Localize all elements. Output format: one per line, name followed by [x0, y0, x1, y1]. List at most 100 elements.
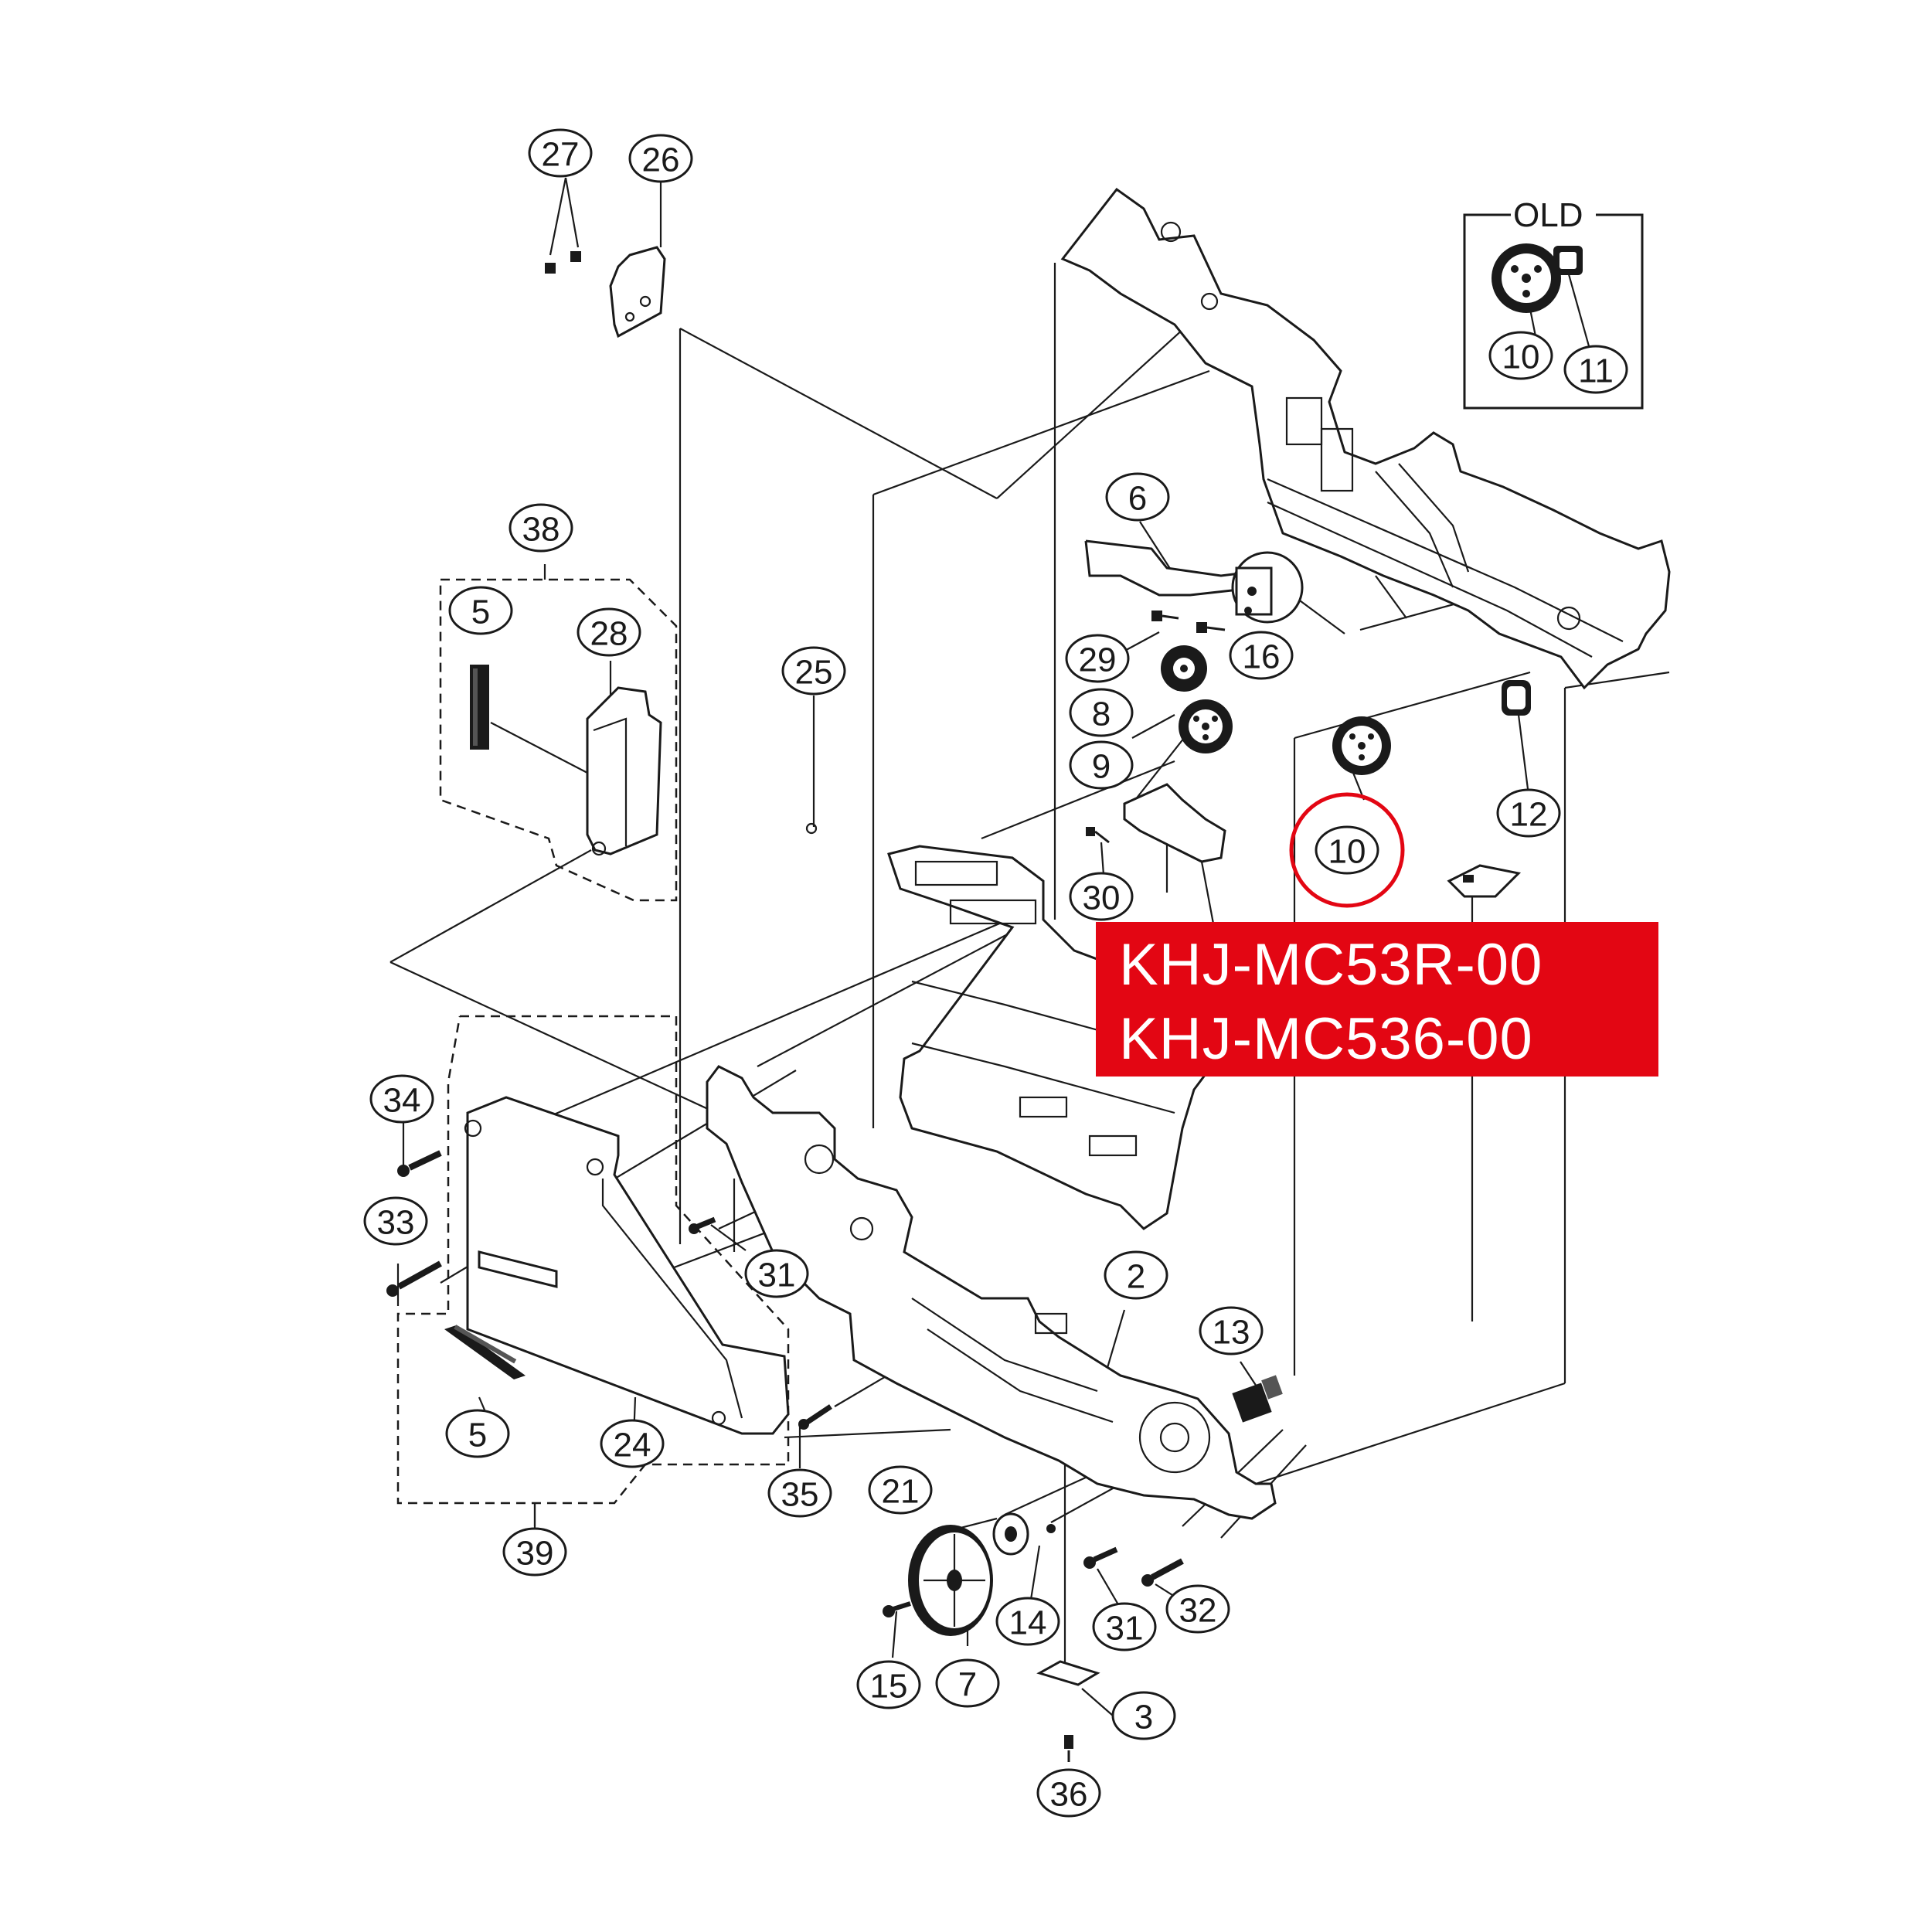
part-26-bracket — [609, 246, 666, 338]
callout-bubble — [1315, 825, 1379, 875]
callout-bubble — [528, 128, 593, 178]
banner-line-1: KHJ-MC53R-00 — [1119, 932, 1543, 998]
screw-16-icon — [1196, 622, 1226, 633]
callout-number: 12 — [1510, 796, 1548, 834]
callout-bubble — [1069, 872, 1134, 921]
gear-10-icon — [1332, 716, 1391, 775]
callout-13: 13 — [1199, 1306, 1264, 1355]
callout-36: 36 — [1036, 1768, 1101, 1818]
callout-bubble — [781, 646, 846, 696]
spring-5-lower-icon — [444, 1325, 526, 1379]
part-7-sprocket-icon — [908, 1525, 993, 1636]
part-28-cover — [586, 686, 662, 856]
part-2-main-body — [706, 1065, 1277, 1520]
callout-8: 8 — [1069, 688, 1134, 737]
screw-27a-icon — [545, 263, 556, 274]
old-label: OLD — [1513, 196, 1583, 234]
callout-bubble — [600, 1419, 665, 1468]
callout-25: 25 — [781, 646, 846, 696]
screw-35-icon — [798, 1404, 832, 1430]
callout-number: 8 — [1092, 696, 1111, 733]
callout-3: 3 — [1111, 1691, 1176, 1740]
callout-number: 5 — [468, 1417, 487, 1454]
callout-number: 26 — [642, 141, 680, 179]
callout-number: 34 — [383, 1082, 421, 1120]
callout-15: 15 — [856, 1660, 921, 1709]
callout-number: 27 — [542, 136, 580, 174]
callout-12: 12 — [1496, 788, 1561, 838]
callout-5a: 5 — [448, 586, 513, 635]
old-pinion-11-icon — [1553, 246, 1583, 275]
callout-number: 38 — [522, 511, 560, 549]
callout-bubble — [744, 1249, 809, 1298]
old-gear-10-icon — [1492, 243, 1561, 313]
callout-bubble — [448, 586, 513, 635]
callout-number: 3 — [1134, 1699, 1153, 1736]
callout-number: 28 — [590, 615, 628, 653]
callout-number: 13 — [1213, 1314, 1250, 1352]
callout-35: 35 — [767, 1468, 832, 1518]
screw-33-icon — [386, 1260, 442, 1297]
main-frame-part — [1060, 187, 1671, 690]
callout-number: 24 — [614, 1427, 651, 1464]
callout-number: 5 — [471, 594, 490, 631]
part-24-side-cover — [464, 1096, 790, 1435]
old-callout-11: 11 — [1563, 345, 1628, 394]
bracket-part — [1123, 783, 1226, 863]
callout-39: 39 — [502, 1527, 567, 1577]
screw-30-icon — [1086, 827, 1110, 844]
callout-number: 29 — [1079, 641, 1117, 679]
callout-bubble — [1036, 1768, 1101, 1818]
svg-text:10: 10 — [1502, 338, 1540, 376]
banner-line-2: KHJ-MC536-00 — [1119, 1006, 1533, 1072]
callout-number: 39 — [516, 1535, 554, 1573]
callout-bubble — [856, 1660, 921, 1709]
callout-number: 7 — [958, 1666, 977, 1704]
callout-bubble — [995, 1597, 1060, 1646]
callout-bubble — [1092, 1602, 1157, 1651]
callout-5b: 5 — [445, 1409, 510, 1458]
callout-number: 25 — [795, 654, 833, 692]
callout-number: 10 — [1328, 833, 1366, 871]
callout-bubble — [363, 1196, 428, 1246]
callout-bubble — [1069, 740, 1134, 790]
screw-32-icon — [1141, 1558, 1184, 1587]
callout-24: 24 — [600, 1419, 665, 1468]
highlight-ring — [1289, 792, 1405, 908]
spring-5-upper-icon — [470, 665, 489, 750]
callout-bubble — [868, 1465, 933, 1515]
screw-36-icon — [1064, 1735, 1073, 1762]
callout-number: 32 — [1179, 1592, 1217, 1630]
callout-33: 33 — [363, 1196, 428, 1246]
callout-number: 30 — [1083, 879, 1121, 917]
gear-12-icon — [1502, 680, 1531, 716]
callout-bubble — [577, 607, 641, 657]
callout-number: 35 — [781, 1476, 819, 1514]
part-21-bushing-icon — [992, 1512, 1029, 1556]
callout-bubble — [935, 1658, 1000, 1708]
callout-30: 30 — [1069, 872, 1134, 921]
callout-bubble — [1065, 634, 1130, 683]
callout-bubble — [1229, 631, 1294, 680]
callout-10: 10 — [1315, 825, 1379, 875]
screw-29-icon — [1151, 611, 1179, 621]
screw-15-icon — [883, 1601, 911, 1617]
callout-number: 15 — [870, 1668, 908, 1706]
screw-27b-icon — [570, 251, 581, 262]
part-6-sensor — [1084, 539, 1304, 624]
callout-32: 32 — [1165, 1584, 1230, 1634]
callout-bubble — [1069, 688, 1134, 737]
callout-31a: 31 — [744, 1249, 809, 1298]
callout-16: 16 — [1229, 631, 1294, 680]
callout-21: 21 — [868, 1465, 933, 1515]
assembly-38-outline — [439, 578, 678, 902]
callout-7: 7 — [935, 1658, 1000, 1708]
callout-bubble — [767, 1468, 832, 1518]
old-parts-box: OLD — [1463, 196, 1644, 410]
callout-bubble — [445, 1409, 510, 1458]
callout-bubble — [1104, 1250, 1168, 1300]
callout-bubble — [509, 503, 573, 553]
callout-bubble — [628, 134, 693, 183]
